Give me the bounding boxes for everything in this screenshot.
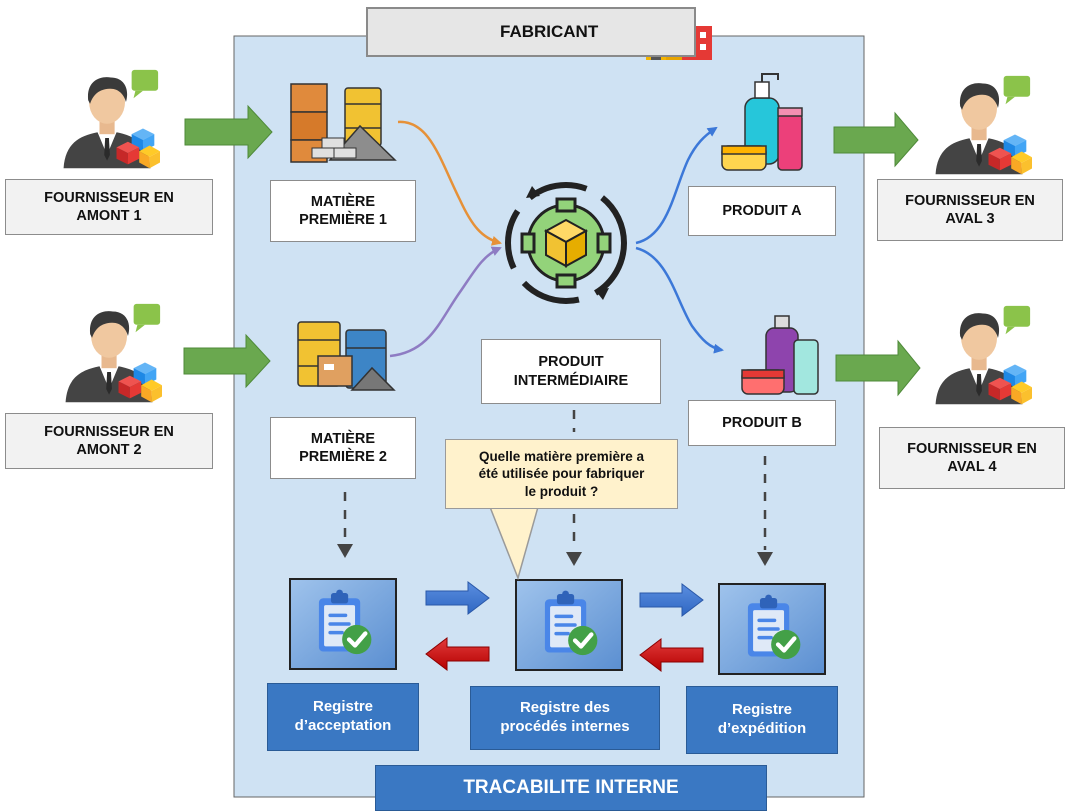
red-arrow-1 bbox=[425, 636, 490, 672]
green-arrow-amont-2 bbox=[183, 333, 271, 389]
supplier-amont-2-label: FOURNISSEUR EN AMONT 2 bbox=[5, 413, 213, 469]
supplier-aval-3-label: FOURNISSEUR EN AVAL 3 bbox=[877, 179, 1063, 241]
register-acceptation-icon bbox=[289, 578, 397, 670]
produit-a-label: PRODUIT A bbox=[688, 186, 836, 236]
raw-material-2-icon bbox=[297, 321, 396, 391]
tracabilite-interne-title: TRACABILITE INTERNE bbox=[375, 765, 767, 811]
green-arrow-aval-3 bbox=[833, 111, 919, 168]
matiere-premiere-2-label: MATIÈRE PREMIÈRE 2 bbox=[270, 417, 416, 479]
flow-matiere-2-to-process bbox=[389, 246, 502, 358]
product-b-icon bbox=[741, 315, 819, 395]
registre-acceptation-label: Registre d’acceptation bbox=[267, 683, 419, 751]
produit-b-label: PRODUIT B bbox=[688, 400, 836, 446]
red-arrow-2 bbox=[639, 637, 704, 673]
flow-process-to-produit-a bbox=[635, 126, 718, 245]
matiere-premiere-1-label: MATIÈRE PREMIÈRE 1 bbox=[270, 180, 416, 242]
supplier-amont-2-icon bbox=[65, 303, 162, 403]
product-a-icon bbox=[721, 73, 803, 171]
green-arrows bbox=[183, 104, 921, 397]
flow-process-to-produit-b bbox=[635, 246, 724, 354]
supplier-aval-3-icon bbox=[935, 75, 1032, 175]
produit-intermediaire-label: PRODUIT INTERMÉDIAIRE bbox=[481, 339, 661, 404]
supplier-aval-4-icon bbox=[935, 305, 1032, 405]
register-expedition-icon bbox=[718, 583, 826, 675]
registre-procedes-label: Registre des procédés internes bbox=[470, 686, 660, 750]
registre-expedition-label: Registre d’expédition bbox=[686, 686, 838, 754]
green-arrow-amont-1 bbox=[184, 104, 273, 160]
flow-matiere-1-to-process bbox=[397, 120, 502, 246]
gear-process-icon bbox=[505, 182, 627, 304]
question-callout: Quelle matière première a été utilisée p… bbox=[445, 439, 678, 509]
supplier-amont-1-label: FOURNISSEUR EN AMONT 1 bbox=[5, 179, 213, 235]
blue-arrow-2 bbox=[639, 582, 704, 618]
supplier-aval-4-label: FOURNISSEUR EN AVAL 4 bbox=[879, 427, 1065, 489]
blue-arrow-1 bbox=[425, 580, 490, 616]
register-procedes-icon bbox=[515, 579, 623, 671]
green-arrow-aval-4 bbox=[835, 339, 921, 397]
register-arrows bbox=[425, 580, 704, 673]
raw-material-1-icon bbox=[290, 83, 397, 163]
supplier-amont-1-icon bbox=[63, 69, 160, 169]
fabricant-title: FABRICANT bbox=[366, 7, 696, 57]
dashed-arrows bbox=[337, 410, 773, 566]
